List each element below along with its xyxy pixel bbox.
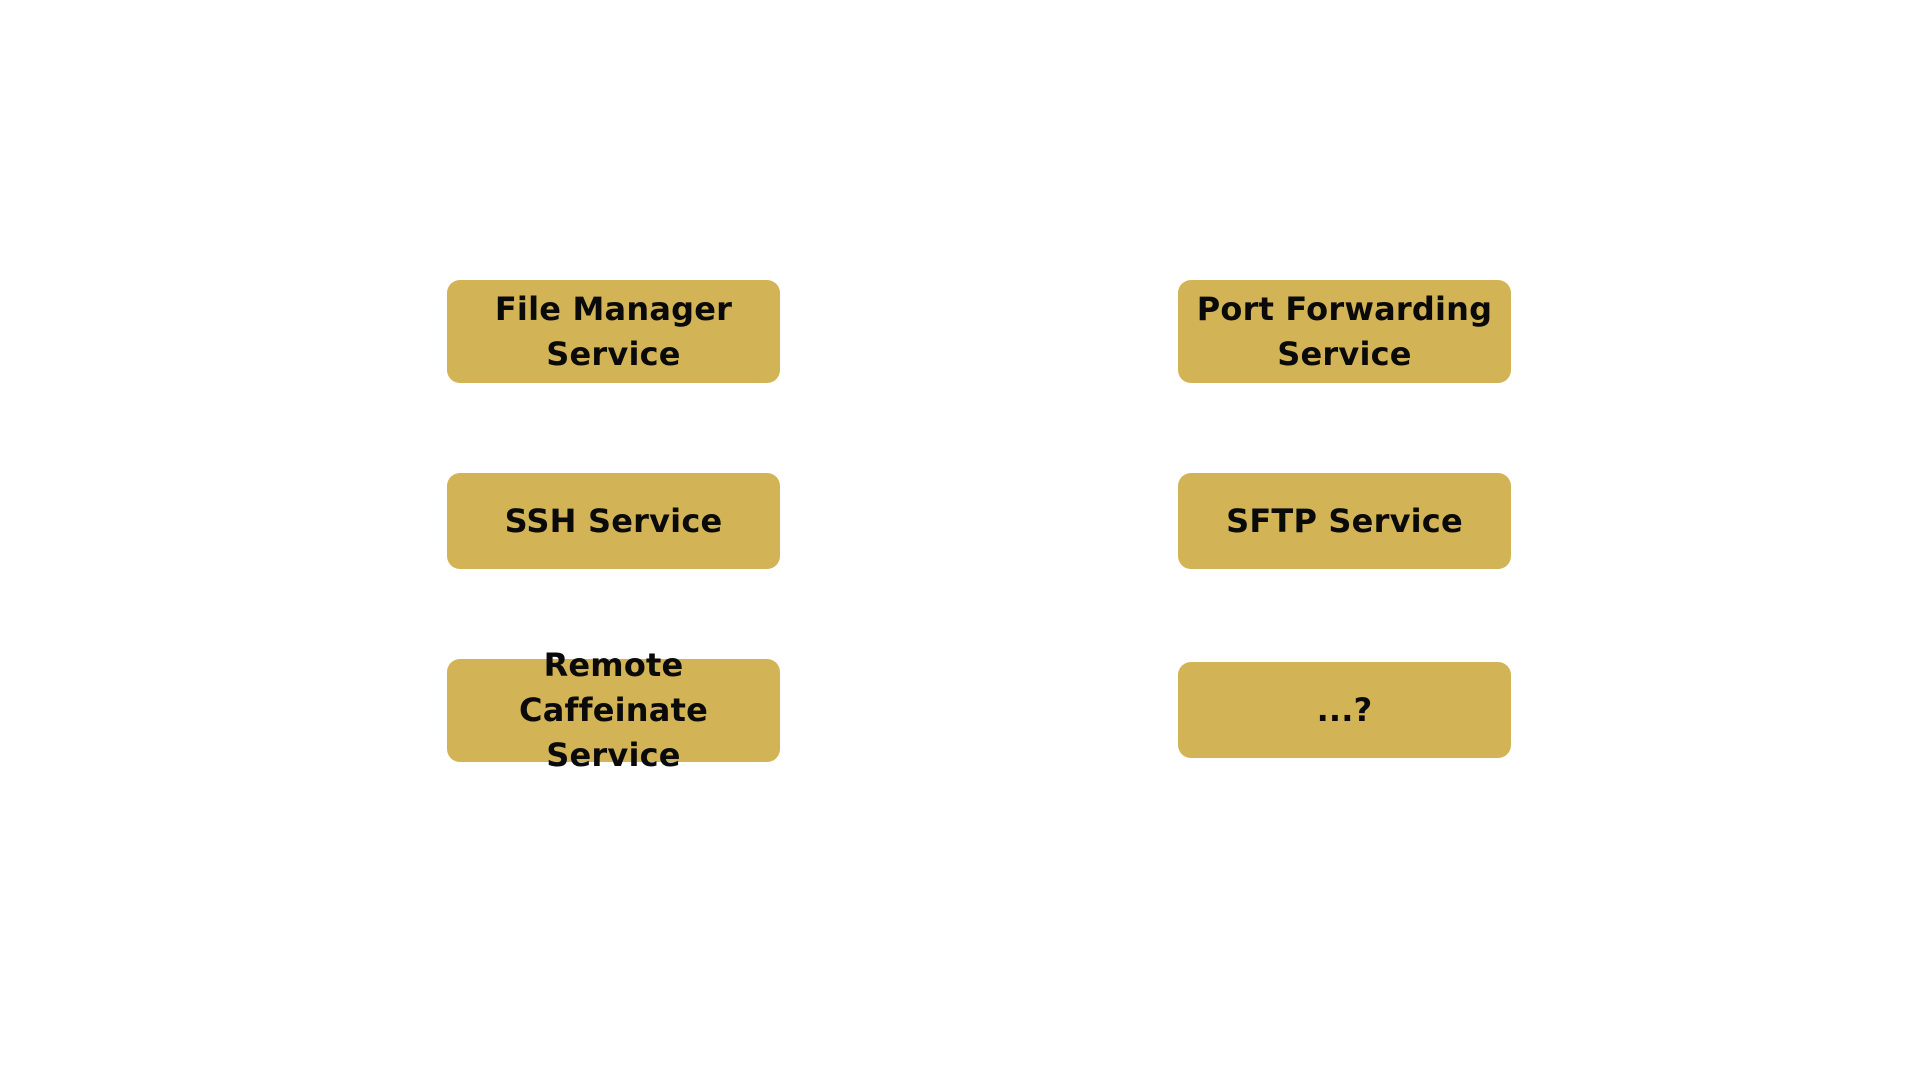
file-manager-service-box: File Manager Service bbox=[447, 280, 780, 383]
ssh-service-box: SSH Service bbox=[447, 473, 780, 569]
port-forwarding-service-box: Port Forwarding Service bbox=[1178, 280, 1511, 383]
remote-caffeinate-service-box: Remote Caffeinate Service bbox=[447, 646, 780, 774]
sftp-service-box: SFTP Service bbox=[1178, 473, 1511, 569]
unknown-service-box: ...? bbox=[1178, 662, 1511, 758]
